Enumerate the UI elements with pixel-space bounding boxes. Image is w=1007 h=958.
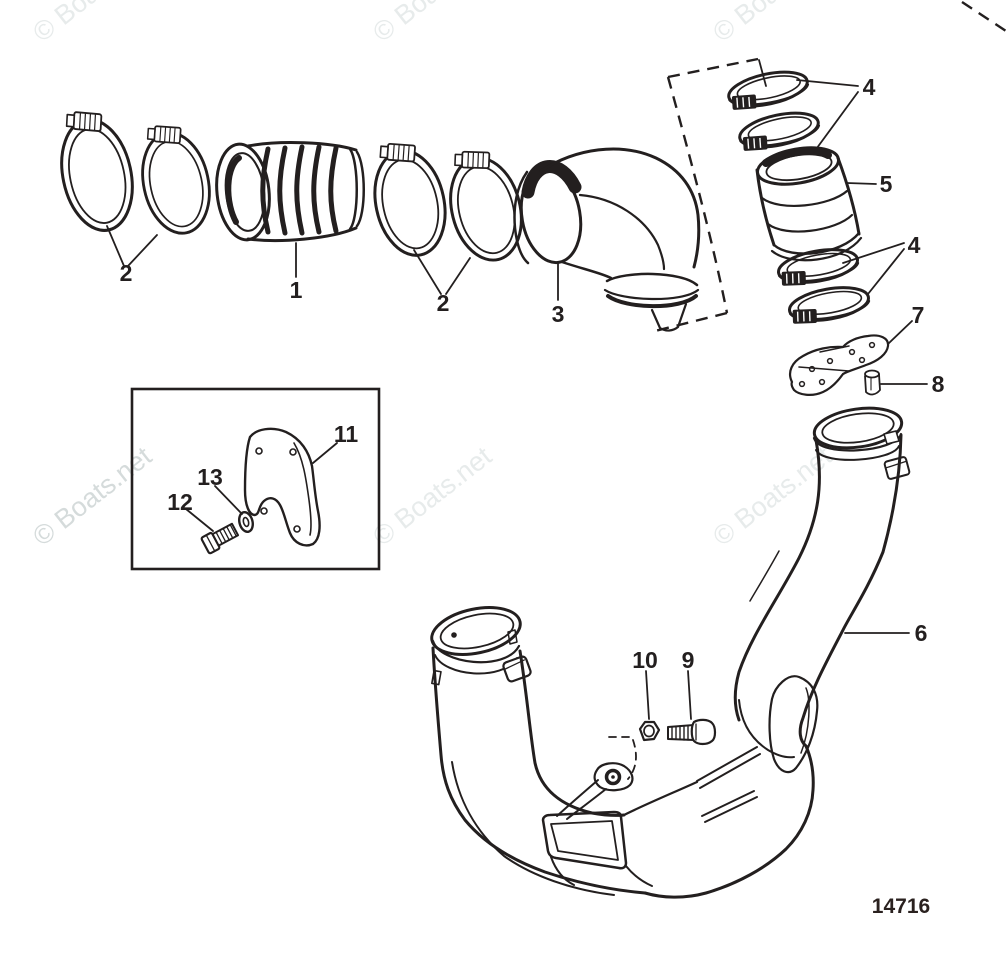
leader-lines bbox=[106, 79, 928, 720]
watermark-mid-center: © Boats.net bbox=[367, 441, 497, 552]
callout-2-left: 2 bbox=[120, 260, 133, 286]
diagram-number: 14716 bbox=[872, 895, 930, 918]
callout-7: 7 bbox=[912, 302, 925, 328]
small-fitting bbox=[864, 369, 881, 396]
mounting-reference-dashes bbox=[608, 736, 637, 780]
clamp-pair-top bbox=[724, 64, 824, 157]
callouts: 2 1 2 3 4 5 4 7 8 6 10 9 11 13 12 bbox=[120, 74, 945, 673]
gasket-plate bbox=[788, 334, 890, 396]
washer bbox=[238, 510, 254, 534]
exhaust-y-pipe bbox=[430, 406, 911, 899]
callout-1: 1 bbox=[290, 277, 303, 303]
callout-9: 9 bbox=[682, 647, 695, 673]
clamp-pair-left bbox=[47, 99, 220, 241]
callout-10: 10 bbox=[632, 647, 658, 673]
watermark-top-left: © Boats.net bbox=[27, 0, 157, 48]
dashed-reference-outline bbox=[654, 0, 1007, 333]
exhaust-elbow bbox=[513, 147, 701, 332]
watermark-mid-left: © Boats.net bbox=[27, 441, 157, 552]
upper-hose bbox=[755, 146, 863, 262]
watermarks: © Boats.net © Boats.net © Boats.net © Bo… bbox=[27, 0, 837, 552]
clamp-pair-right bbox=[361, 131, 534, 270]
callout-2-right: 2 bbox=[437, 290, 450, 316]
watermark-top-center: © Boats.net bbox=[367, 0, 497, 48]
callout-8: 8 bbox=[932, 371, 945, 397]
callout-11: 11 bbox=[334, 421, 359, 447]
hex-nut bbox=[638, 720, 661, 742]
bracket-plate bbox=[243, 427, 321, 547]
watermark-top-right: © Boats.net bbox=[707, 0, 837, 48]
hex-bolt bbox=[667, 718, 717, 746]
callout-6: 6 bbox=[915, 620, 928, 646]
callout-3: 3 bbox=[552, 301, 565, 327]
callout-12: 12 bbox=[167, 489, 193, 515]
inset-box bbox=[130, 387, 381, 571]
bellows-hose bbox=[215, 141, 365, 243]
callout-4-bottom: 4 bbox=[908, 232, 921, 258]
callout-13: 13 bbox=[197, 464, 223, 490]
clamp-pair-bottom bbox=[774, 242, 873, 329]
small-bolt bbox=[200, 522, 240, 555]
callout-5: 5 bbox=[880, 171, 893, 197]
callout-4-top: 4 bbox=[863, 74, 876, 100]
